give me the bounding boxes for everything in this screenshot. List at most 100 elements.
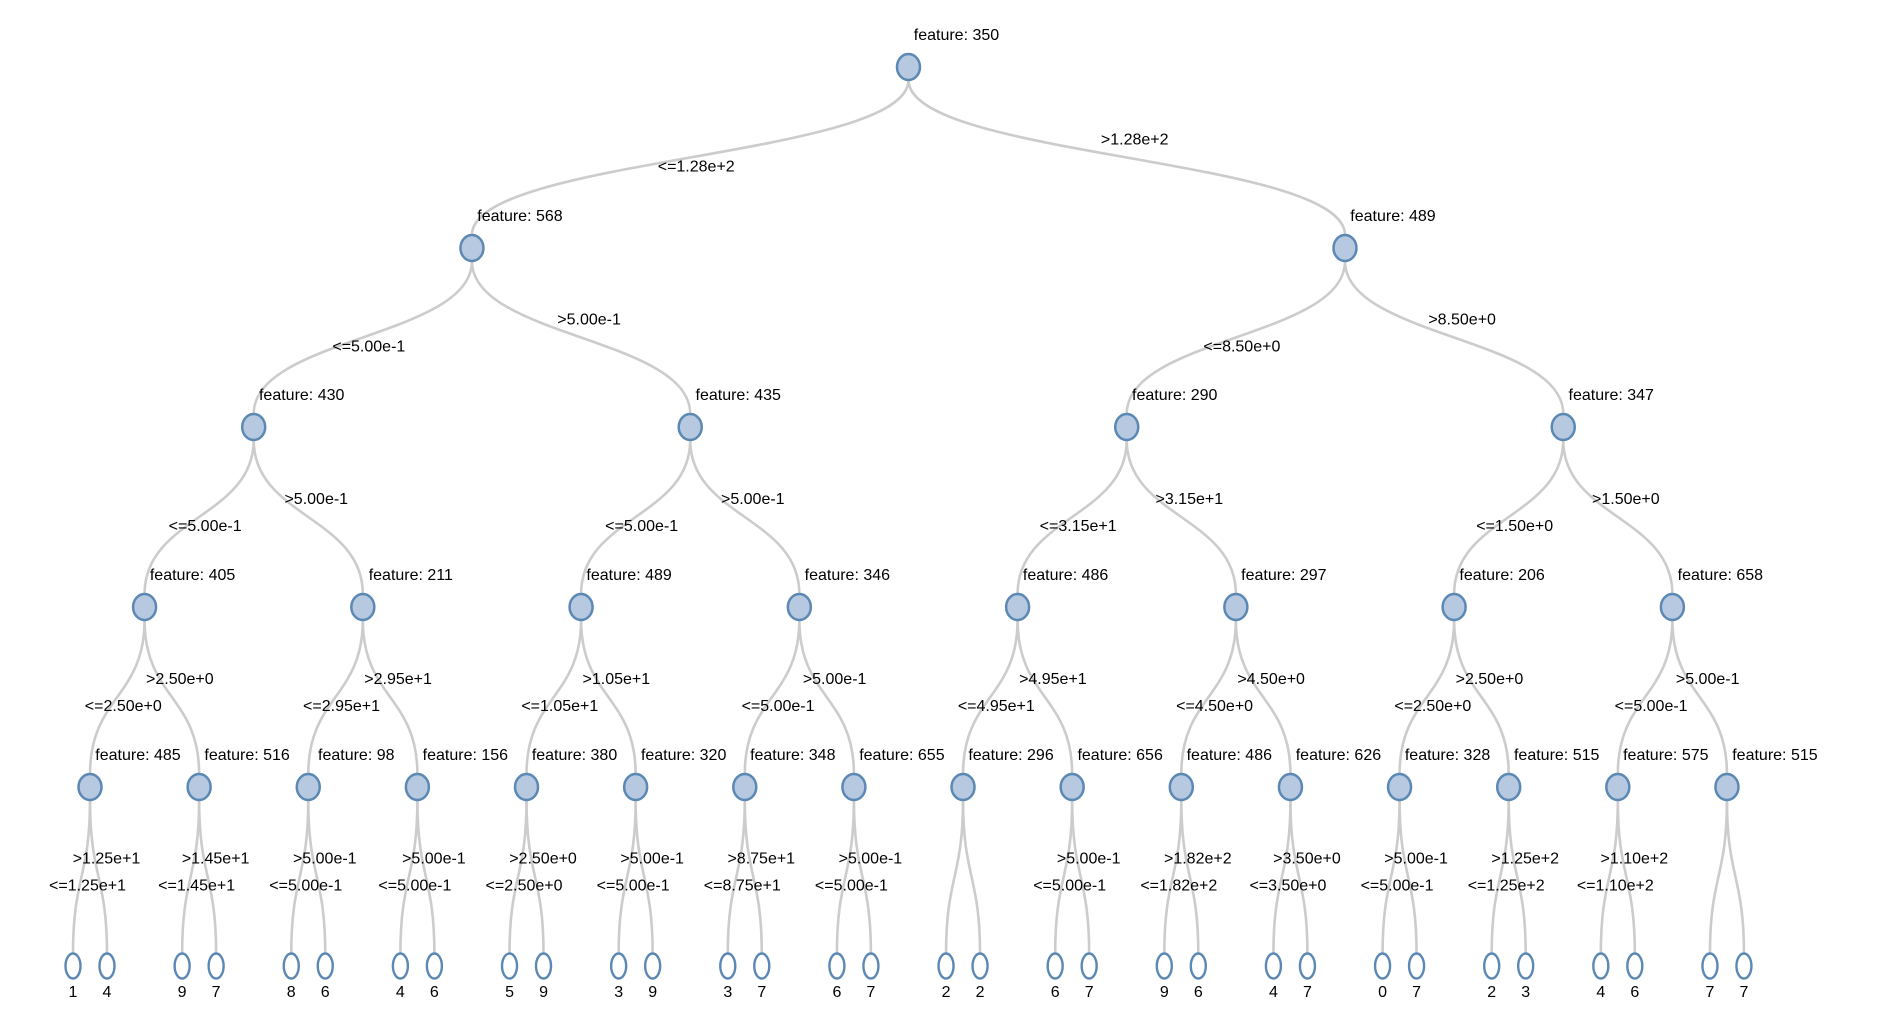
leaf-node [643, 952, 662, 980]
edge-label-greater: >1.25e+2 [1491, 851, 1559, 868]
leaf-class-label: 3 [723, 984, 732, 1001]
edge-path [1452, 438, 1565, 596]
node-feature-label: feature: 297 [1241, 567, 1327, 584]
edge-label-less-equal: <=8.50e+0 [1203, 339, 1280, 356]
edge-label-greater: >1.25e+1 [73, 851, 141, 868]
edge-path [726, 798, 747, 955]
leaf-class-label: 3 [1521, 984, 1530, 1001]
leaf-class-label: 6 [1051, 984, 1060, 1001]
edge-path [1016, 618, 1074, 776]
leaf-node [609, 952, 628, 980]
node-feature-label: feature: 515 [1732, 747, 1818, 764]
node-feature-label: feature: 435 [696, 387, 782, 404]
edge-label-less-equal: <=4.50e+0 [1176, 698, 1253, 715]
node-feature-label: feature: 486 [1187, 747, 1273, 764]
internal-node [841, 772, 867, 802]
edge-label-less-equal: <=5.00e-1 [378, 878, 451, 895]
leaf-class-label: 4 [396, 984, 405, 1001]
edge-label-greater: >5.00e-1 [803, 671, 867, 688]
edge-path [907, 78, 1347, 237]
internal-node [1004, 592, 1031, 622]
edge-path [88, 618, 146, 776]
edge-label-greater: >5.00e-1 [1676, 671, 1740, 688]
internal-node [1168, 772, 1195, 802]
edge-path [1708, 798, 1729, 955]
edge-label-less-equal: <=1.50e+0 [1476, 518, 1553, 535]
internal-node [240, 412, 267, 442]
leaf-node [937, 952, 955, 980]
internal-node [459, 233, 485, 263]
leaf-class-label: 2 [1487, 984, 1496, 1001]
leaf-node [1516, 952, 1535, 980]
node-feature-label: feature: 489 [586, 567, 672, 584]
node-feature-label: feature: 346 [805, 567, 891, 584]
internal-node [1605, 772, 1631, 802]
edge-path [852, 798, 873, 955]
node-feature-label: feature: 515 [1514, 747, 1600, 764]
edge-path [1234, 618, 1292, 776]
leaf-node [1046, 952, 1064, 980]
tree-edges [71, 78, 1746, 955]
leaf-class-label: 8 [287, 984, 296, 1001]
edge-label-greater: >5.00e-1 [620, 851, 684, 868]
leaf-node [753, 952, 771, 980]
node-feature-label: feature: 211 [369, 567, 453, 584]
node-feature-label: feature: 516 [204, 747, 290, 764]
edge-label-less-equal: <=5.00e-1 [605, 518, 678, 535]
leaf-node [282, 952, 300, 980]
internal-node [1277, 772, 1304, 802]
node-feature-label: feature: 656 [1077, 747, 1163, 764]
leaf-node [64, 952, 82, 980]
edge-label-less-equal: <=5.00e-1 [1615, 698, 1688, 715]
leaf-node [534, 952, 553, 980]
edge-path [1070, 798, 1091, 955]
leaf-node [1298, 952, 1317, 980]
edge-path [1725, 798, 1746, 955]
edge-label-greater: >5.00e-1 [721, 491, 785, 508]
leaf-node [1701, 952, 1719, 980]
edge-label-less-equal: <=8.75e+1 [704, 878, 781, 895]
node-feature-label: feature: 350 [914, 27, 1000, 44]
edge-path [579, 618, 637, 776]
internal-node [295, 772, 322, 802]
edge-label-greater: >4.95e+1 [1019, 671, 1087, 688]
edge-label-less-equal: <=1.10e+2 [1577, 878, 1654, 895]
edge-label-less-equal: <=1.28e+2 [658, 159, 735, 176]
edge-label-greater: >5.00e-1 [293, 851, 357, 868]
leaf-node [207, 952, 225, 980]
leaf-class-label: 7 [1303, 984, 1312, 1001]
internal-node [1113, 412, 1140, 442]
edge-label-greater: >5.00e-1 [557, 312, 621, 329]
edge-path [525, 798, 545, 955]
edge-path [1343, 259, 1565, 416]
node-feature-label: feature: 348 [750, 747, 836, 764]
node-feature-label: feature: 296 [968, 747, 1054, 764]
edge-label-greater: >4.50e+0 [1237, 671, 1305, 688]
edge-path [361, 618, 419, 776]
edge-label-greater: >3.15e+1 [1155, 491, 1223, 508]
edge-label-greater: >1.45e+1 [182, 851, 250, 868]
leaf-node [971, 952, 989, 980]
leaf-node [173, 952, 191, 980]
leaf-node [1592, 952, 1610, 980]
edge-path [1053, 798, 1074, 955]
edge-label-less-equal: <=1.45e+1 [158, 878, 235, 895]
edge-labels: <=1.28e+2>1.28e+2<=5.00e-1>5.00e-1<=5.00… [49, 132, 1740, 895]
edge-label-less-equal: <=5.00e-1 [332, 339, 405, 356]
internal-node [1059, 772, 1085, 802]
edge-path [1671, 618, 1729, 776]
node-feature-label: feature: 405 [150, 567, 236, 584]
node-feature-label: feature: 430 [259, 387, 345, 404]
edge-label-greater: >5.00e-1 [284, 491, 348, 508]
edge-path [508, 798, 528, 955]
leaf-class-label: 7 [1412, 984, 1421, 1001]
internal-node [950, 772, 976, 802]
leaf-class-label: 7 [212, 984, 221, 1001]
edge-label-greater: >2.95e+1 [364, 671, 432, 688]
leaf-class-label: 5 [505, 984, 514, 1001]
leaf-node [391, 952, 410, 980]
leaf-node [1264, 952, 1283, 980]
internal-node [895, 52, 922, 82]
leaf-node [1735, 952, 1753, 980]
internal-node [622, 772, 649, 802]
